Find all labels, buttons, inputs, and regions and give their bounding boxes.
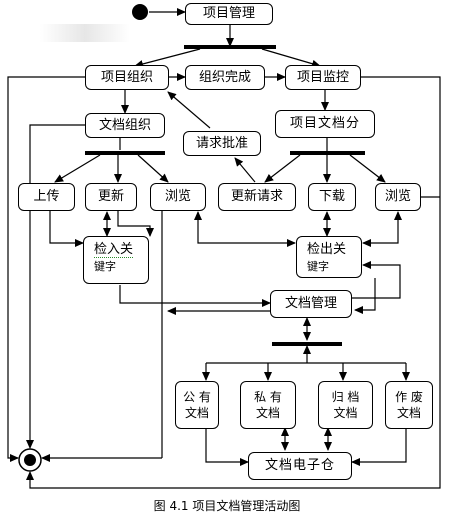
edge-upload-to-checkin (49, 210, 84, 247)
node-upload: 上传 (18, 183, 75, 211)
edge-outer-right-loop (26, 76, 441, 489)
node-project-organization: 项目组织 (85, 65, 169, 90)
start-node (132, 4, 148, 20)
edge-outer-left-loop (7, 76, 85, 462)
node-project-management: 项目管理 (185, 3, 273, 25)
private-docs-line2: 文档 (255, 406, 280, 420)
final-node-inner (24, 454, 36, 466)
node-update: 更新 (85, 183, 137, 211)
node-organization-complete: 组织完成 (185, 65, 265, 90)
node-document-organization: 文档组织 (85, 113, 165, 138)
edge-checkout-to-docmgmt (354, 278, 376, 314)
archived-docs-line1: 归 档 (331, 389, 360, 404)
edge-fork-to-update-request (264, 154, 301, 183)
public-docs-line2: 文档 (184, 406, 209, 420)
node-check-in-keyword: 检入关 键字 (83, 236, 149, 284)
edge-browse-right-checkout (362, 211, 402, 247)
archived-docs-line2: 文档 (333, 406, 358, 420)
node-electronic-repository: 文档电子仓 (248, 452, 352, 480)
node-browse-right: 浏览 (375, 183, 421, 211)
node-document-management: 文档管理 (270, 290, 352, 318)
check-out-line2: 键字 (307, 259, 329, 273)
edge-fork-to-organization (134, 48, 201, 68)
fork-bar-bottom (272, 342, 342, 346)
node-check-out-keyword: 检出关 键字 (296, 236, 362, 278)
edge-update-request-to-approval (234, 157, 256, 183)
node-browse-left: 浏览 (150, 183, 206, 211)
edge-docorg-left (26, 124, 85, 449)
edge-obsolete-to-repo (351, 428, 407, 466)
node-update-request: 更新请求 (218, 183, 296, 211)
public-docs-line1: 公 有 (183, 389, 211, 404)
edge-public-to-repo (205, 428, 249, 466)
edge-fork-to-monitoring (261, 48, 321, 68)
edge-update-to-checkin-2 (117, 210, 154, 237)
node-private-documents: 私 有 文档 (240, 381, 296, 429)
check-out-line1: 检出关 (307, 242, 347, 257)
node-request-approval: 请求批准 (183, 131, 261, 156)
edge-checkin-to-docmgmt (119, 285, 271, 307)
fork-bar-top (184, 45, 276, 49)
edge-approval-to-org (167, 91, 211, 129)
edge-fork-to-upload (54, 154, 101, 183)
node-download: 下载 (308, 183, 356, 211)
node-archived-documents: 归 档 文档 (318, 381, 373, 429)
node-public-documents: 公 有 文档 (175, 381, 219, 429)
node-obsolete-documents: 作 废 文档 (385, 381, 433, 429)
edge-update-request-checkout (194, 211, 296, 247)
node-project-monitoring: 项目监控 (285, 65, 361, 90)
figure-caption: 图 4.1 项目文档管理活动图 (153, 499, 301, 513)
obsolete-docs-line2: 文档 (396, 406, 421, 420)
fork-bar-right (290, 151, 365, 155)
check-in-line2: 键字 (94, 259, 116, 273)
edge-fork-to-browse-right (349, 154, 386, 183)
edge-docmgmt-to-checkout (352, 261, 401, 299)
check-in-line1: 检入关 (94, 242, 134, 258)
fork-bar-left (85, 151, 165, 155)
obsolete-docs-line1: 作 废 (395, 389, 423, 404)
node-project-document-split: 项目文档分 (275, 110, 375, 138)
blur-artifact (40, 24, 130, 42)
edge-fork-to-browse-left (137, 154, 169, 183)
private-docs-line1: 私 有 (254, 389, 282, 404)
